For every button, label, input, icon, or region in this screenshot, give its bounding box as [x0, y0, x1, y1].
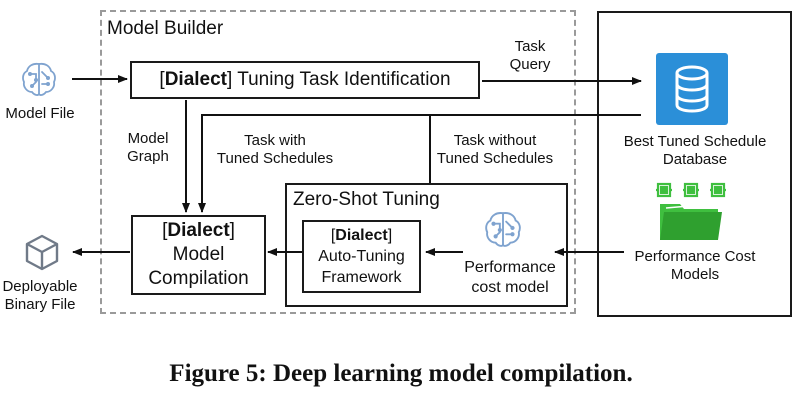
auto-tuning-line2: Auto-Tuning	[318, 248, 405, 265]
model-builder-region	[100, 10, 576, 314]
database-icon	[656, 53, 728, 125]
brain-circuit-icon	[485, 212, 521, 247]
model-file-label: Model File	[5, 105, 75, 122]
auto-tuning-box	[302, 220, 421, 293]
auto-tuning-line3: Framework	[321, 269, 402, 286]
tuning-task-text: Tuning Task Identification	[232, 69, 451, 90]
arrow-tuned-schedules	[198, 114, 641, 213]
cube-icon	[25, 234, 59, 271]
model-compilation-box	[131, 215, 266, 295]
zero-shot-tuning-title: Zero-Shot Tuning	[293, 189, 440, 210]
tuning-task-box	[130, 61, 480, 99]
compilation-line3: Compilation	[148, 268, 249, 289]
model-builder-title: Model Builder	[107, 18, 224, 39]
compilation-line2: Model	[172, 244, 225, 265]
dialect-keyword: Dialect	[335, 227, 388, 244]
figure-caption: Figure 5: Deep learning model compilatio…	[169, 360, 633, 387]
dialect-keyword: Dialect	[164, 69, 227, 90]
brain-circuit-icon	[22, 62, 56, 96]
folder-chips-icon	[656, 182, 726, 240]
dialect-keyword: Dialect	[167, 220, 230, 241]
tuning-task-label: [Dialect] Tuning Task Identification	[159, 69, 451, 90]
